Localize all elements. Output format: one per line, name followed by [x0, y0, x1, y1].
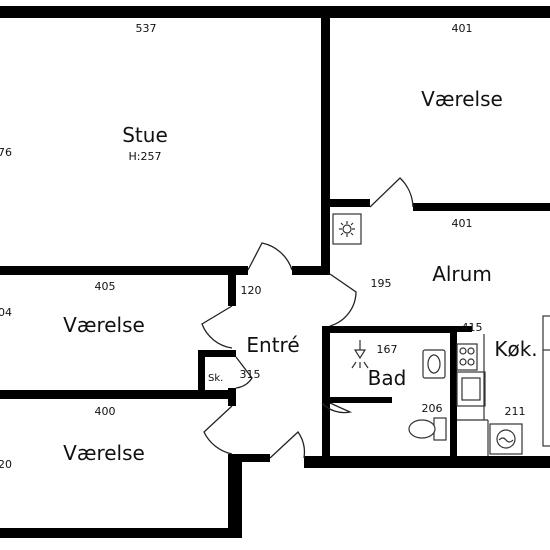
room-label-skab: Sk. [208, 373, 223, 384]
vaerelse-bottom-width-dim: 400 [95, 405, 116, 418]
stue-height-note: H:257 [129, 150, 162, 163]
alrum-width-dim: 401 [452, 217, 473, 230]
stue-depth-dim: 76 [0, 146, 12, 159]
koekken-depth-dim: 211 [505, 405, 526, 418]
stue-width-dim: 537 [136, 22, 157, 35]
entre-width-dim: 120 [241, 284, 262, 297]
room-label-vaerelse-top-right: Værelse [421, 87, 503, 111]
stove-icon [456, 343, 478, 371]
kitchen-sink-icon [456, 371, 486, 407]
room-label-stue: Stue [122, 123, 168, 147]
room-label-alrum: Alrum [432, 262, 492, 286]
vaerelse-top-right-width-dim: 401 [452, 22, 473, 35]
entre-depth-dim: 315 [240, 368, 261, 381]
room-label-vaerelse-middle: Værelse [63, 313, 145, 337]
room-label-koekken: Køk. [494, 337, 537, 361]
washing-machine-icon [489, 423, 523, 455]
vaerelse-bottom-depth-dim: 20 [0, 458, 12, 471]
bad-depth-dim: 206 [422, 402, 443, 415]
koekken-width-dim: 415 [462, 321, 483, 334]
kitchen-counter [457, 334, 489, 456]
shower-icon [351, 340, 369, 369]
sink-icon [422, 349, 446, 379]
alrum-depth-dim: 195 [371, 277, 392, 290]
room-label-vaerelse-bottom: Værelse [63, 441, 145, 465]
vaerelse-middle-depth-dim: 04 [0, 306, 12, 319]
doors [201, 177, 414, 459]
bad-width-dim: 167 [377, 343, 398, 356]
room-label-bad: Bad [368, 366, 407, 390]
walls [0, 6, 550, 538]
fridge-icon [542, 315, 550, 447]
toilet-icon [408, 417, 447, 441]
room-label-entre: Entré [246, 333, 299, 357]
vaerelse-middle-width-dim: 405 [95, 280, 116, 293]
boiler-icon [332, 213, 362, 245]
